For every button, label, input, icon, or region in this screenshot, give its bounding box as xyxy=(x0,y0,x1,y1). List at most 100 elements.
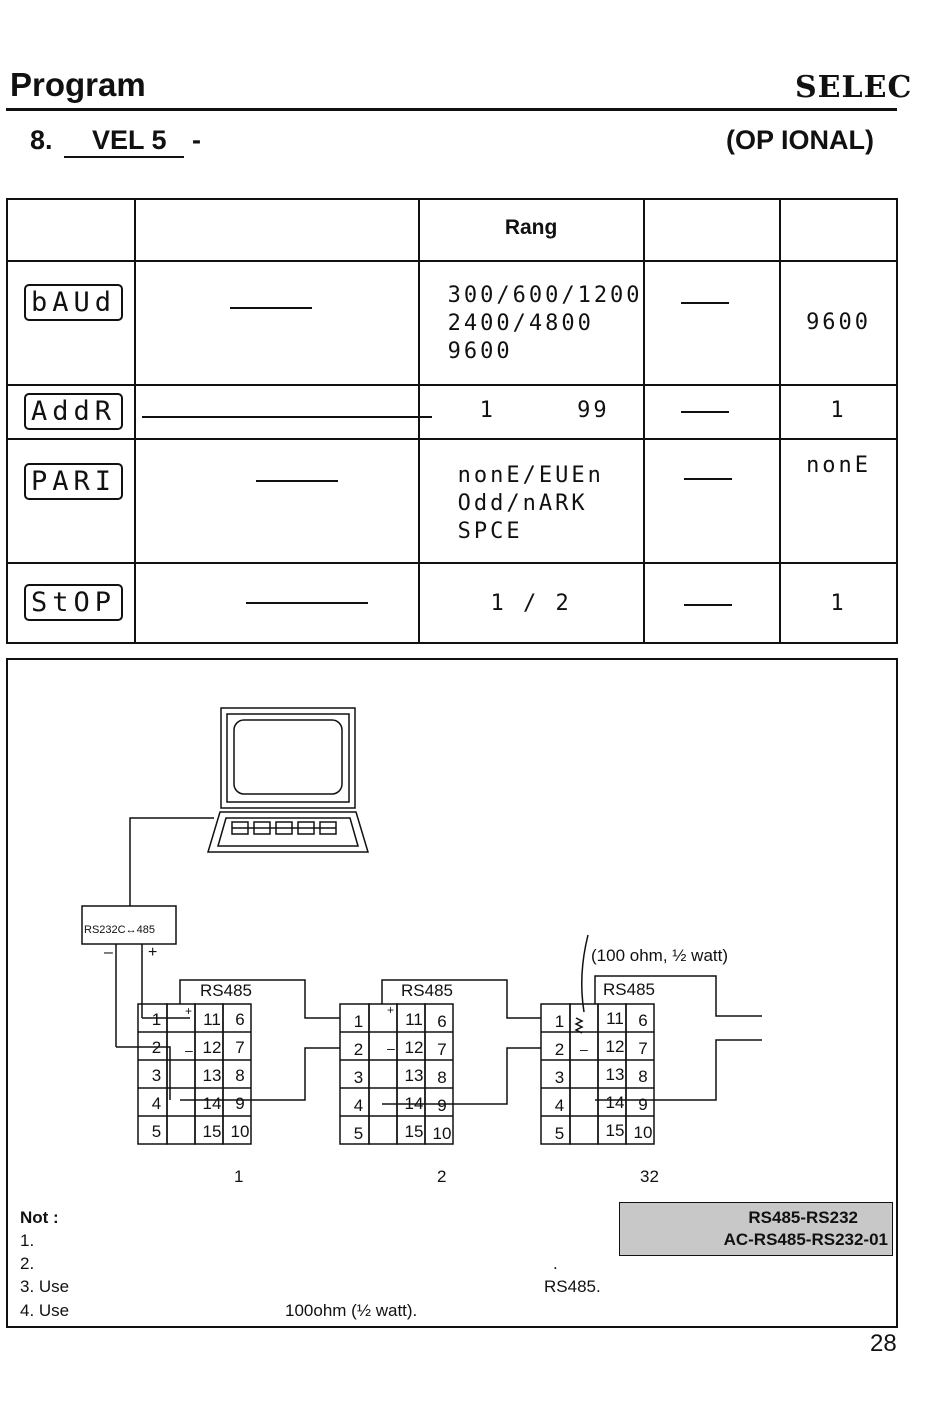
page-header-title: Program xyxy=(10,66,146,103)
brand-logo: SELEC xyxy=(795,70,913,105)
table-row: AddR 1 99 1 xyxy=(5,384,898,440)
terminal-number: 12 xyxy=(404,1038,424,1057)
blank-line xyxy=(142,416,433,418)
terminal-number: 10 xyxy=(230,1122,250,1141)
blank-line xyxy=(680,302,729,304)
unit-label: RS485 xyxy=(200,981,252,1000)
terminal-number: 11 xyxy=(606,1009,624,1028)
blank-line xyxy=(230,307,313,309)
blank-line xyxy=(683,604,732,606)
terminal-number: 1 xyxy=(554,1012,565,1031)
terminal-minus: – xyxy=(580,1041,588,1057)
range-line: 300/600/1200 xyxy=(447,283,643,308)
note-item-tail: RS485. xyxy=(544,1277,601,1296)
range-line: 1 / 2 xyxy=(490,591,572,616)
terminal-number: 9 xyxy=(235,1094,245,1113)
range-line: 9600 xyxy=(447,339,513,364)
terminal-minus: – xyxy=(387,1040,395,1056)
default-value: 9600 xyxy=(806,310,872,335)
range-line: nonE/EUEn xyxy=(457,463,604,488)
terminal-number: 10 xyxy=(432,1124,452,1143)
lcd-display-baud: bAUd xyxy=(24,284,124,321)
terminal-number: 1 xyxy=(353,1012,364,1031)
page-number: 28 xyxy=(870,1330,897,1357)
notes-heading: Not : xyxy=(20,1208,59,1227)
terminal-number: 15 xyxy=(202,1122,222,1141)
terminal-number: 6 xyxy=(638,1011,648,1030)
terminal-number: 9 xyxy=(437,1096,447,1115)
converter-model-line: AC-RS485-RS232-01 xyxy=(723,1230,888,1249)
terminal-number: 2 xyxy=(151,1038,162,1057)
range-line: SPCE xyxy=(457,519,523,544)
table-row: StOP 1 / 2 1 xyxy=(5,562,898,644)
terminal-plus: + xyxy=(185,1004,193,1018)
unit-label: RS485 xyxy=(603,980,655,999)
terminal-number: 6 xyxy=(437,1012,447,1031)
resistor-label: (100 ohm, ½ watt) xyxy=(591,946,729,965)
header-cell-units xyxy=(642,198,782,262)
converter-plus: + xyxy=(148,944,158,961)
terminal-number: 13 xyxy=(605,1065,625,1084)
unit-number: 1 xyxy=(234,1167,244,1186)
blank-line xyxy=(246,602,369,604)
section-number: 8. xyxy=(30,125,53,155)
terminal-number: 8 xyxy=(638,1067,648,1086)
terminal-number: 2 xyxy=(554,1040,565,1059)
resistor-pointer xyxy=(581,934,589,1013)
terminal-number: 10 xyxy=(633,1123,653,1142)
terminal-number: 3 xyxy=(554,1068,565,1087)
range-line: 2400/4800 xyxy=(447,311,594,336)
default-value: nonE xyxy=(806,453,872,478)
terminal-plus: + xyxy=(387,1003,395,1017)
wiring-diagram-svg xyxy=(81,707,762,1145)
terminal-minus: – xyxy=(185,1042,193,1058)
terminal-number: 4 xyxy=(353,1096,364,1115)
terminal-number: 5 xyxy=(151,1122,162,1141)
table-row: PARI nonE/EUEn Odd/nARK SPCE nonE xyxy=(5,438,898,564)
terminal-number: 3 xyxy=(353,1068,364,1087)
resistor-icon xyxy=(574,1017,584,1034)
terminal-number: 13 xyxy=(404,1066,424,1085)
terminal-number: 9 xyxy=(638,1095,648,1114)
unit-label: RS485 xyxy=(401,981,453,1000)
converter-model-box: RS485-RS232 AC-RS485-RS232-01 xyxy=(619,1202,893,1256)
blank-line xyxy=(680,411,729,413)
wiring-diagram: RS232C↔485 – + (100 ohm, ½ watt) RS485 R… xyxy=(6,658,898,1328)
terminal-number: 11 xyxy=(203,1010,221,1029)
header-cell-description xyxy=(134,198,420,262)
header-cell-range: Rang xyxy=(417,198,645,262)
terminal-number: 1 xyxy=(151,1010,162,1029)
terminal-number: 2 xyxy=(353,1040,364,1059)
section-dash: - xyxy=(192,125,201,155)
unit-number: 2 xyxy=(437,1167,447,1186)
note-item-tail: 100ohm (½ watt). xyxy=(285,1301,418,1320)
converter-model-line: RS485-RS232 xyxy=(748,1208,858,1227)
converter-box xyxy=(81,905,177,945)
terminal-number: 6 xyxy=(235,1010,245,1029)
terminal-number: 14 xyxy=(202,1094,222,1113)
terminal-number: 8 xyxy=(235,1066,245,1085)
terminal-number: 4 xyxy=(554,1096,565,1115)
default-value: 1 xyxy=(830,591,847,616)
terminal-number: 15 xyxy=(404,1122,424,1141)
parameter-table: Rang bAUd 300/600/1200 2400/4800 9600 96… xyxy=(5,198,898,644)
lcd-display-stop: StOP xyxy=(24,584,124,621)
range-line: Odd/nARK xyxy=(457,491,588,516)
blank-line xyxy=(256,480,339,482)
range-line: 1 99 xyxy=(479,398,610,423)
converter-label: RS232C↔485 xyxy=(84,924,155,936)
terminal-number: 13 xyxy=(202,1066,222,1085)
section-optional: (OP IONAL) xyxy=(726,125,874,155)
terminal-number: 7 xyxy=(437,1040,447,1059)
blank-line xyxy=(683,478,732,480)
header-rule xyxy=(6,108,897,111)
terminal-number: 5 xyxy=(554,1124,565,1143)
unit-number: 32 xyxy=(640,1167,659,1186)
table-header-row: Rang xyxy=(5,198,898,262)
terminal-number: 12 xyxy=(202,1038,222,1057)
table-row: bAUd 300/600/1200 2400/4800 9600 9600 xyxy=(5,260,898,386)
header-cell-display xyxy=(5,198,137,262)
converter-minus: – xyxy=(104,944,113,961)
lcd-display-address: AddR xyxy=(24,393,124,430)
terminal-number: 15 xyxy=(605,1121,625,1140)
